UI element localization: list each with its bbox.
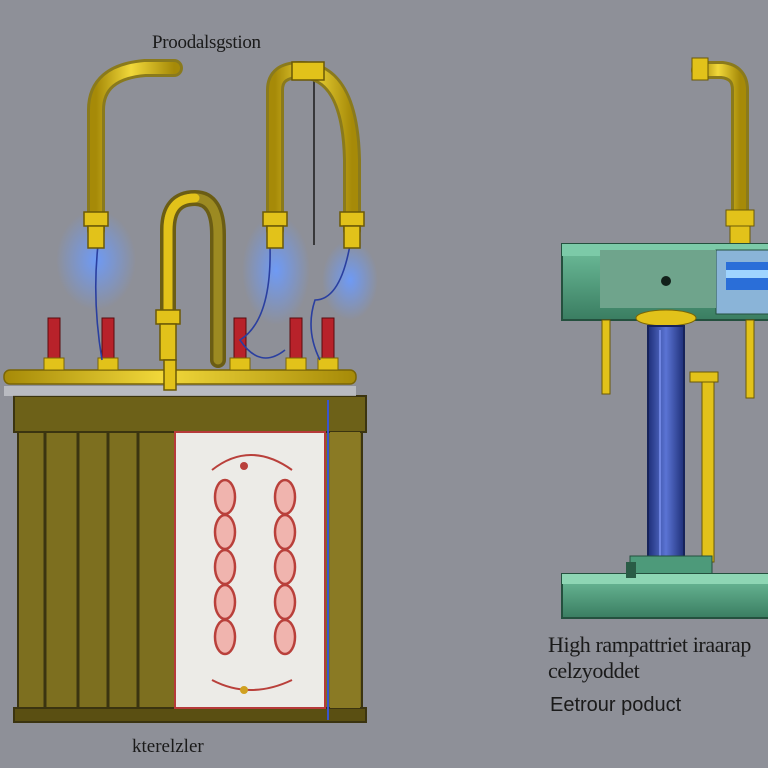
electrode-chain-right (273, 478, 297, 656)
terminal-row (43, 317, 339, 371)
signal-wires (94, 80, 351, 361)
electrolyzer-label: kterelzler (132, 736, 204, 757)
product-label: Eetrour poduct (550, 694, 682, 716)
electrolyzer-tank (3, 59, 378, 723)
electrode-chain-left (213, 478, 237, 656)
right-label-line-1: High rampattriet iraarap (548, 632, 751, 657)
separator-column (561, 57, 768, 619)
top-label: Proodalsgstion (152, 32, 261, 53)
tank-slats (43, 432, 140, 708)
right-label-line-2: celzyoddet (548, 658, 640, 683)
pipe-fittings (83, 61, 365, 391)
